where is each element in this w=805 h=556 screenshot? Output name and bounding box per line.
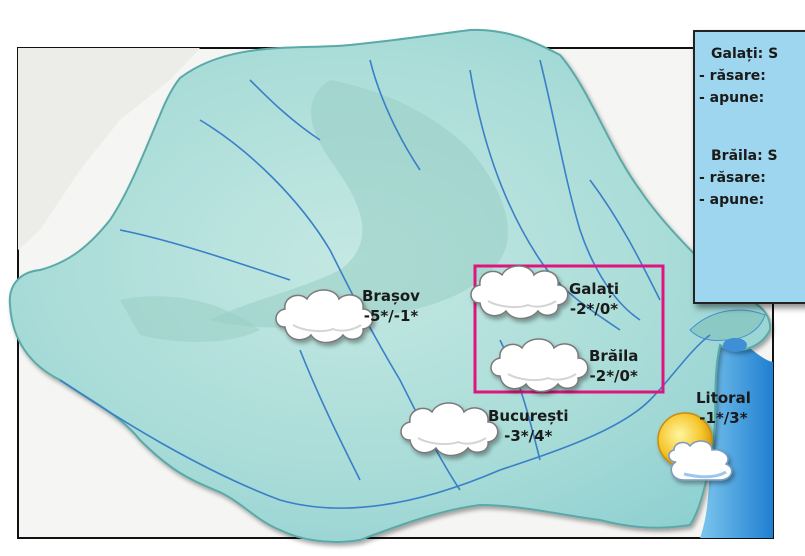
city-label-bucuresti: București -3*/4* <box>488 406 569 446</box>
city-label-braila: Brăila -2*/0* <box>589 346 638 386</box>
city-temperature: -5*/-1* <box>363 307 419 325</box>
highlight-box <box>473 264 665 394</box>
info-braila-sunset: - apune: <box>699 192 765 208</box>
city-label-litoral: Litoral -1*/3* <box>696 388 751 428</box>
neighbor-terrain <box>18 48 200 250</box>
city-temperature: -2*/0* <box>569 300 619 318</box>
city-temperature: -3*/4* <box>504 427 553 445</box>
city-name: Galați <box>569 280 620 298</box>
city-name: Brăila <box>589 347 639 365</box>
sun-times-info-box: Galați: S - răsare: - apune: Brăila: S -… <box>693 30 805 304</box>
info-braila-heading: Brăila: S <box>711 148 778 164</box>
info-galati-sunrise: - răsare: <box>699 68 766 84</box>
danube-delta <box>689 309 766 341</box>
western-relief <box>120 296 260 342</box>
info-galati-heading: Galați: S <box>711 46 779 62</box>
city-name: Litoral <box>696 389 751 407</box>
info-galati-sunset: - apune: <box>699 90 765 106</box>
city-temperature: -1*/3* <box>699 409 748 427</box>
black-sea <box>700 330 773 538</box>
city-temperature: -2*/0* <box>589 367 638 385</box>
cloud-icon <box>470 265 569 320</box>
carpathian-relief <box>210 80 509 328</box>
razelm-lake <box>723 338 747 352</box>
cloud-icon <box>490 338 589 393</box>
city-name: București <box>488 407 569 425</box>
sun-behind-cloud-icon <box>657 412 733 481</box>
city-name: Brașov <box>362 287 420 305</box>
cloud-icon <box>275 289 374 344</box>
cloud-icon <box>400 402 499 457</box>
info-braila-sunrise: - răsare: <box>699 170 766 186</box>
city-label-brasov: Brașov -5*/-1* <box>362 286 420 326</box>
city-label-galati: Galați -2*/0* <box>569 279 619 319</box>
